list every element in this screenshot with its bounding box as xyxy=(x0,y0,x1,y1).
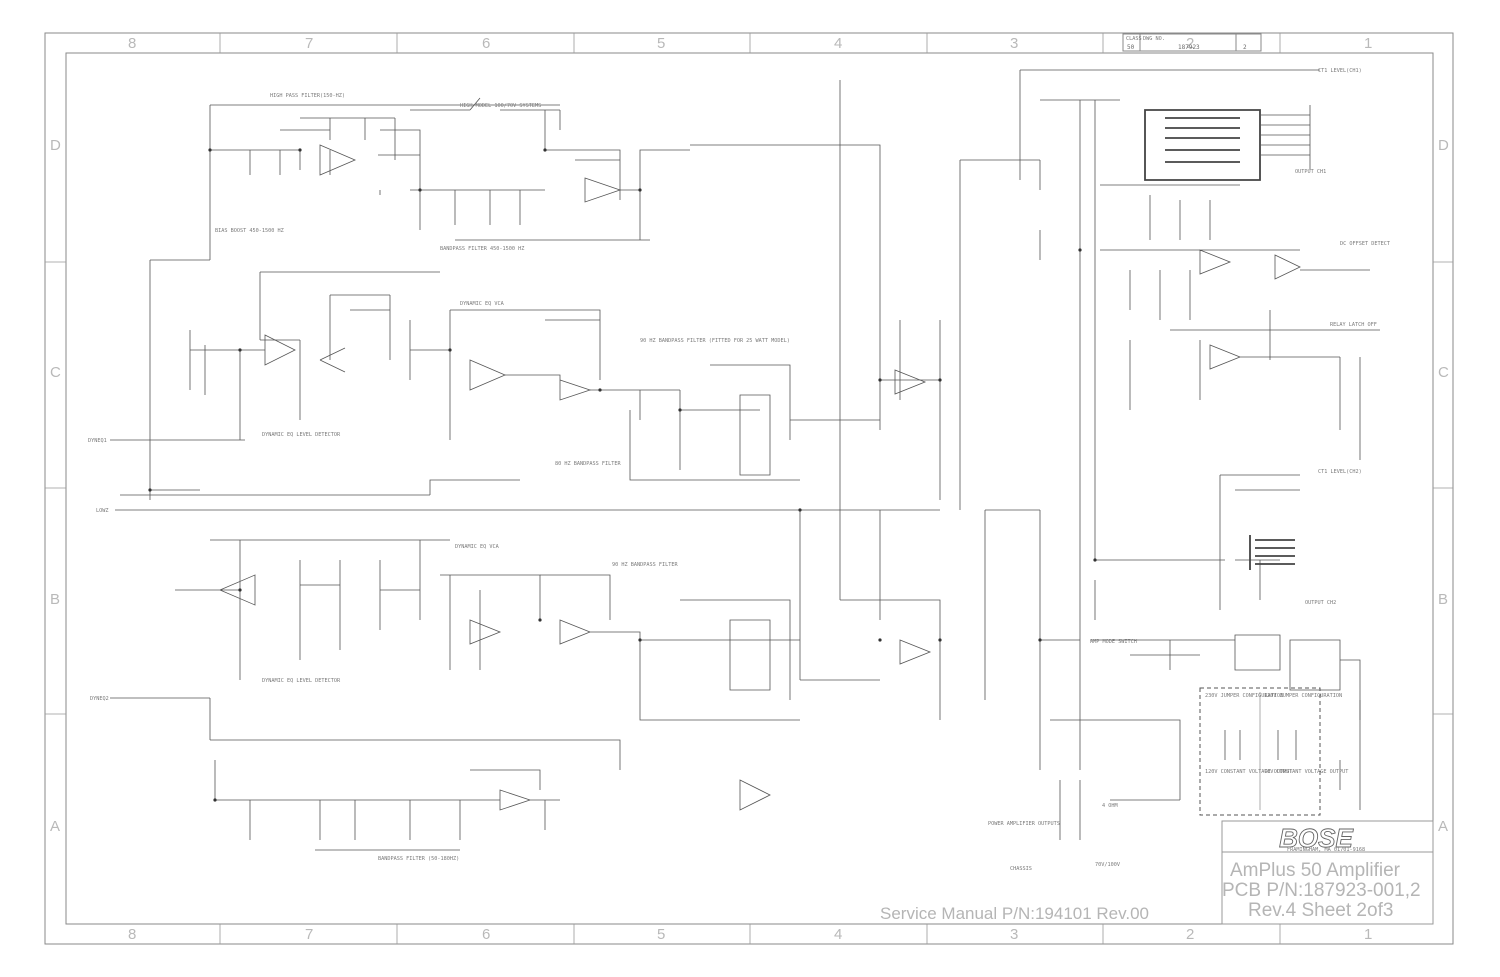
zone-col-5-top: 5 xyxy=(657,35,665,52)
label-bp-filter-bottom: BANDPASS FILTER (50-180HZ) xyxy=(378,856,459,862)
service-manual-number: Service Manual P/N:194101 Rev.00 xyxy=(880,904,1149,923)
jumper-config-box: 230V JUMPER CONFIGURATION 120V JUMPER CO… xyxy=(1199,687,1348,816)
dwg-value: 187923 xyxy=(1178,44,1200,51)
zone-col-4-bottom: 4 xyxy=(834,926,842,943)
zone-col-6-bottom: 6 xyxy=(482,926,490,943)
zone-row-d-right: D xyxy=(1438,137,1449,154)
label-jumper-120: 120V JUMPER CONFIGURATION xyxy=(1264,693,1342,699)
label-chassis: CHASSIS xyxy=(1010,866,1032,872)
label-bias-note: BIAS BOOST 450-1500 HZ xyxy=(215,228,284,234)
label-dyn-eq-vca-bottom: DYNAMIC EQ VCA xyxy=(455,544,500,550)
label-hp-filter: HIGH PASS FILTER(150-HZ) xyxy=(270,93,345,99)
label-dyn-eq-level-bottom: DYNAMIC EQ LEVEL DETECTOR xyxy=(262,678,341,684)
title-line-1: AmPlus 50 Amplifier xyxy=(1230,860,1401,881)
dwg-label: DWG NO. xyxy=(1143,36,1165,42)
zone-row-b-right: B xyxy=(1438,591,1448,608)
zone-col-1-bottom: 1 xyxy=(1364,926,1372,943)
zone-col-2-bottom: 2 xyxy=(1186,926,1194,943)
zone-col-3-top: 3 xyxy=(1010,35,1018,52)
zone-col-7-top: 7 xyxy=(305,35,313,52)
label-power-outputs: POWER AMPLIFIER OUTPUTS xyxy=(988,821,1060,827)
zone-row-b-left: B xyxy=(50,591,60,608)
zone-row-a-left: A xyxy=(50,818,60,835)
label-amp-mode: AMP MODE SWITCH xyxy=(1090,639,1137,645)
company-address: FRAMINGHAM, MA 01701-9168 xyxy=(1287,847,1365,853)
title-line-2: PCB P/N:187923-001,2 xyxy=(1222,880,1421,901)
zone-row-c-left: C xyxy=(50,364,61,381)
label-jumper-230: 230V JUMPER CONFIGURATION xyxy=(1205,693,1283,699)
label-const-70: 70V CONSTANT VOLTAGE OUTPUT xyxy=(1264,769,1348,775)
label-high-model: HIGH MODEL 100/70V SYSTEMS xyxy=(460,103,541,109)
label-out-4ohm: 4 OHM xyxy=(1102,803,1118,809)
bose-logo: BOSE xyxy=(1279,823,1353,853)
label-bp-note-mid: 80 HZ BANDPASS FILTER xyxy=(555,461,621,467)
zone-ticks xyxy=(45,33,1453,944)
label-dc-offset: DC OFFSET DETECT xyxy=(1340,241,1390,247)
zone-col-1-top: 1 xyxy=(1364,35,1372,52)
zone-row-a-right: A xyxy=(1438,818,1448,835)
inner-border xyxy=(65,52,1434,925)
drawing-number-block: CLASS 50 DWG NO. 187923 2 xyxy=(1122,33,1262,52)
title-block: BOSE FRAMINGHAM, MA 01701-9168 AmPlus 50… xyxy=(1221,820,1434,925)
channel1-circuit xyxy=(110,80,941,851)
zone-col-6-top: 6 xyxy=(482,35,490,52)
zone-col-7-bottom: 7 xyxy=(305,926,313,943)
label-dyn-eq-level-top: DYNAMIC EQ LEVEL DETECTOR xyxy=(262,432,341,438)
label-ct-top: CT1 LEVEL(CH1) xyxy=(1318,68,1362,74)
label-relay-latch: RELAY LATCH OFF xyxy=(1330,322,1377,328)
port-out-ch1: OUTPUT CH1 xyxy=(1295,169,1326,175)
label-bp-note-bottom: 90 HZ BANDPASS FILTER xyxy=(612,562,678,568)
port-out-ch2: OUTPUT CH2 xyxy=(1305,600,1336,606)
label-bp-filter-top: BANDPASS FILTER 450-1500 HZ xyxy=(440,246,524,252)
label-const-120: 120V CONSTANT VOLTAGE OUTPUT xyxy=(1205,769,1292,775)
zone-col-2-top: 2 xyxy=(1186,35,1194,52)
zone-col-3-bottom: 3 xyxy=(1010,926,1018,943)
label-out-70v: 70V/100V xyxy=(1095,862,1120,868)
zone-col-5-bottom: 5 xyxy=(657,926,665,943)
zone-col-8-bottom: 8 xyxy=(128,926,136,943)
port-dyneq1: DYNEQ1 xyxy=(88,438,107,444)
title-line-3: Rev.4 Sheet 2of3 xyxy=(1248,900,1393,921)
label-bp-note-top: 90 HZ BANDPASS FILTER (FITTED FOR 25 WAT… xyxy=(640,338,790,344)
zone-row-c-right: C xyxy=(1438,364,1449,381)
class-label: CLASS xyxy=(1126,36,1142,42)
port-lowz: LOWZ xyxy=(96,508,109,514)
power-section-circuit xyxy=(959,69,1380,840)
zone-col-8-top: 8 xyxy=(128,35,136,52)
port-dyneq2: DYNEQ2 xyxy=(90,696,109,702)
zone-row-d-left: D xyxy=(50,137,61,154)
junction-dots xyxy=(148,148,1097,802)
class-value: 50 xyxy=(1127,44,1135,51)
label-dyn-eq-vca-top: DYNAMIC EQ VCA xyxy=(460,301,505,307)
sheet-value: 2 xyxy=(1243,44,1247,51)
zone-col-4-top: 4 xyxy=(834,35,842,52)
label-ct-bottom: CT1 LEVEL(CH2) xyxy=(1318,469,1362,475)
outer-border xyxy=(44,32,1454,945)
